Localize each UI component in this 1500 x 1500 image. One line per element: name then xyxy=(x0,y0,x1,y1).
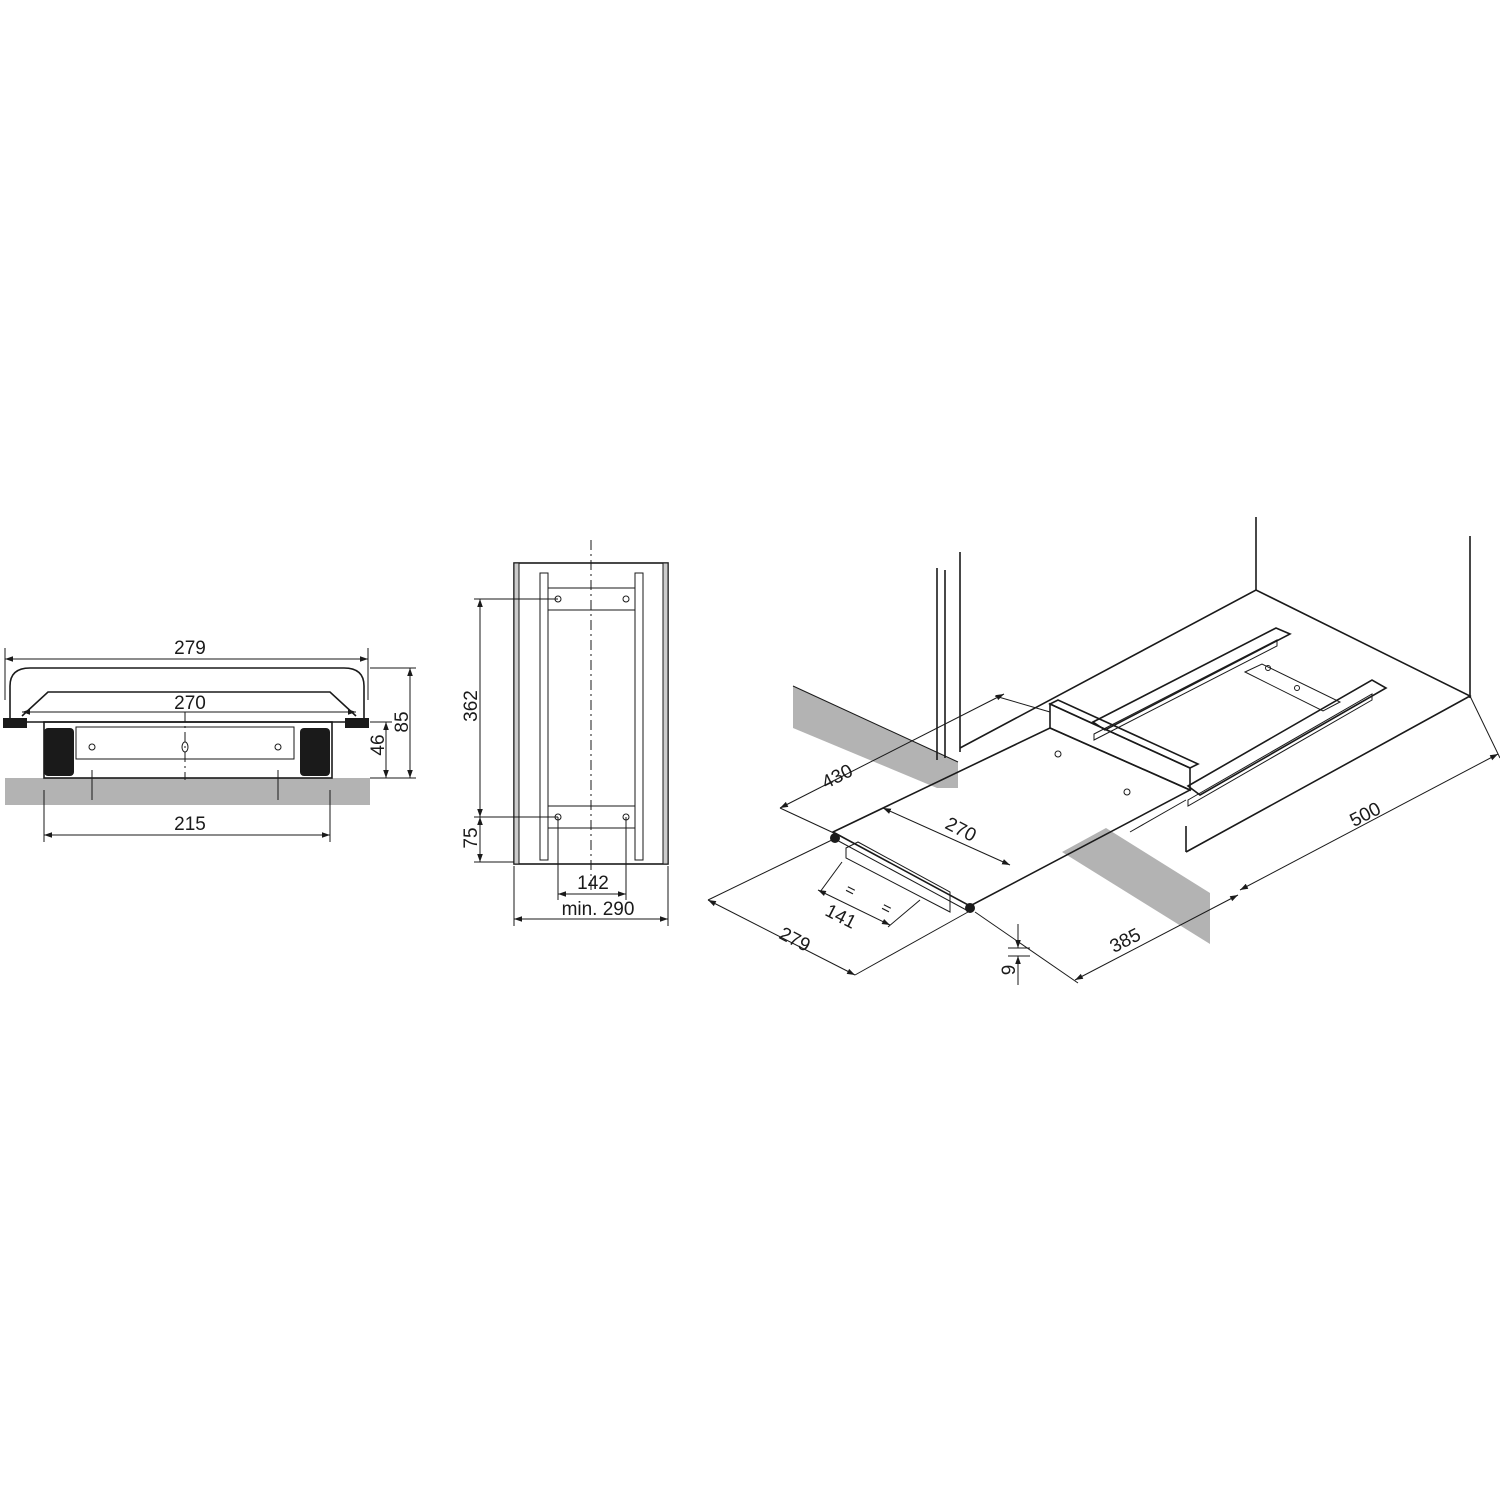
iso-crossbar-hole xyxy=(1265,665,1271,671)
dim-ext xyxy=(887,899,921,928)
dim-ext xyxy=(819,861,843,893)
front-wheel-left xyxy=(44,728,74,776)
iso-crossbar-hole xyxy=(1294,685,1300,691)
iso-crossbar-rear xyxy=(1243,663,1342,712)
front-base-frame xyxy=(43,721,333,779)
iso-equal-mark-b: = xyxy=(878,899,894,918)
top-side-panel-right xyxy=(662,562,669,865)
front-tray-outline xyxy=(9,667,365,718)
iso-back-stop xyxy=(1049,702,1191,792)
dim-line-iso-500 xyxy=(1239,753,1499,891)
iso-dim-tray-width: 270 xyxy=(942,814,980,847)
dim-ext xyxy=(994,695,1051,713)
front-foot-right xyxy=(345,718,369,728)
iso-dim-tray-depth: 385 xyxy=(1107,925,1145,958)
iso-view: 430 270 500 279 141 = = 385 9 xyxy=(707,517,1500,985)
front-dim-height-total: 85 xyxy=(392,711,413,732)
front-hole-right xyxy=(274,743,282,751)
front-hole-left xyxy=(88,743,96,751)
front-view: 279 270 215 85 46 xyxy=(3,638,416,842)
front-floor xyxy=(5,778,370,805)
top-dim-hole-span: 362 xyxy=(461,690,482,722)
front-dim-height-base: 46 xyxy=(368,734,389,755)
iso-front-bracket xyxy=(845,841,951,913)
iso-equal-mark-a: = xyxy=(842,881,858,900)
dim-ext xyxy=(707,837,837,901)
front-dim-tray-width: 270 xyxy=(174,693,206,714)
dim-line-iso-270 xyxy=(882,807,1011,866)
iso-cabinet-skirt xyxy=(1129,799,1187,833)
iso-tray-plate-edge xyxy=(832,837,971,913)
top-side-panel-left xyxy=(513,562,520,865)
top-dim-hole-width: 142 xyxy=(577,873,609,894)
front-wheel-right xyxy=(300,728,330,776)
iso-rail-rear-lower xyxy=(1093,639,1278,741)
front-dim-screw-spacing: 215 xyxy=(174,814,206,835)
top-dim-rear-offset: 75 xyxy=(461,827,482,848)
iso-plinth-left xyxy=(793,686,958,788)
iso-plate-hole xyxy=(1123,788,1131,796)
dim-line-iso-430 xyxy=(779,693,1005,809)
dim-line-iso-141 xyxy=(817,889,891,926)
iso-cabinet-floor xyxy=(959,589,1472,853)
dim-ext xyxy=(779,807,837,835)
front-dim-overall-width: 279 xyxy=(174,638,206,659)
iso-foot-right xyxy=(965,903,975,913)
dim-ext xyxy=(854,911,969,976)
iso-dim-bracket: 141 xyxy=(822,901,860,934)
iso-plate-hole xyxy=(1054,750,1062,758)
top-rail-left xyxy=(539,572,549,861)
iso-dim-overall-width: 279 xyxy=(776,924,814,957)
top-hole xyxy=(622,595,630,603)
top-view: 362 75 142 min. 290 xyxy=(461,540,669,926)
iso-dim-depth-cabinet: 430 xyxy=(819,761,857,794)
iso-rail-rear xyxy=(1091,627,1292,731)
top-dim-min-cabinet-width: min. 290 xyxy=(562,899,635,920)
dim-ext xyxy=(1469,695,1500,759)
dim-line-iso-385 xyxy=(1074,894,1239,981)
iso-rail-front-lower xyxy=(1187,693,1373,807)
front-foot-left xyxy=(3,718,27,728)
front-tray-inner xyxy=(21,691,357,717)
iso-back-stop-top xyxy=(1048,699,1200,769)
dim-line-iso-279 xyxy=(707,899,856,976)
iso-dim-offset: 9 xyxy=(999,965,1020,976)
iso-dim-extension: 500 xyxy=(1347,799,1385,832)
iso-rail-front xyxy=(1186,679,1388,796)
top-rail-right xyxy=(634,572,644,861)
